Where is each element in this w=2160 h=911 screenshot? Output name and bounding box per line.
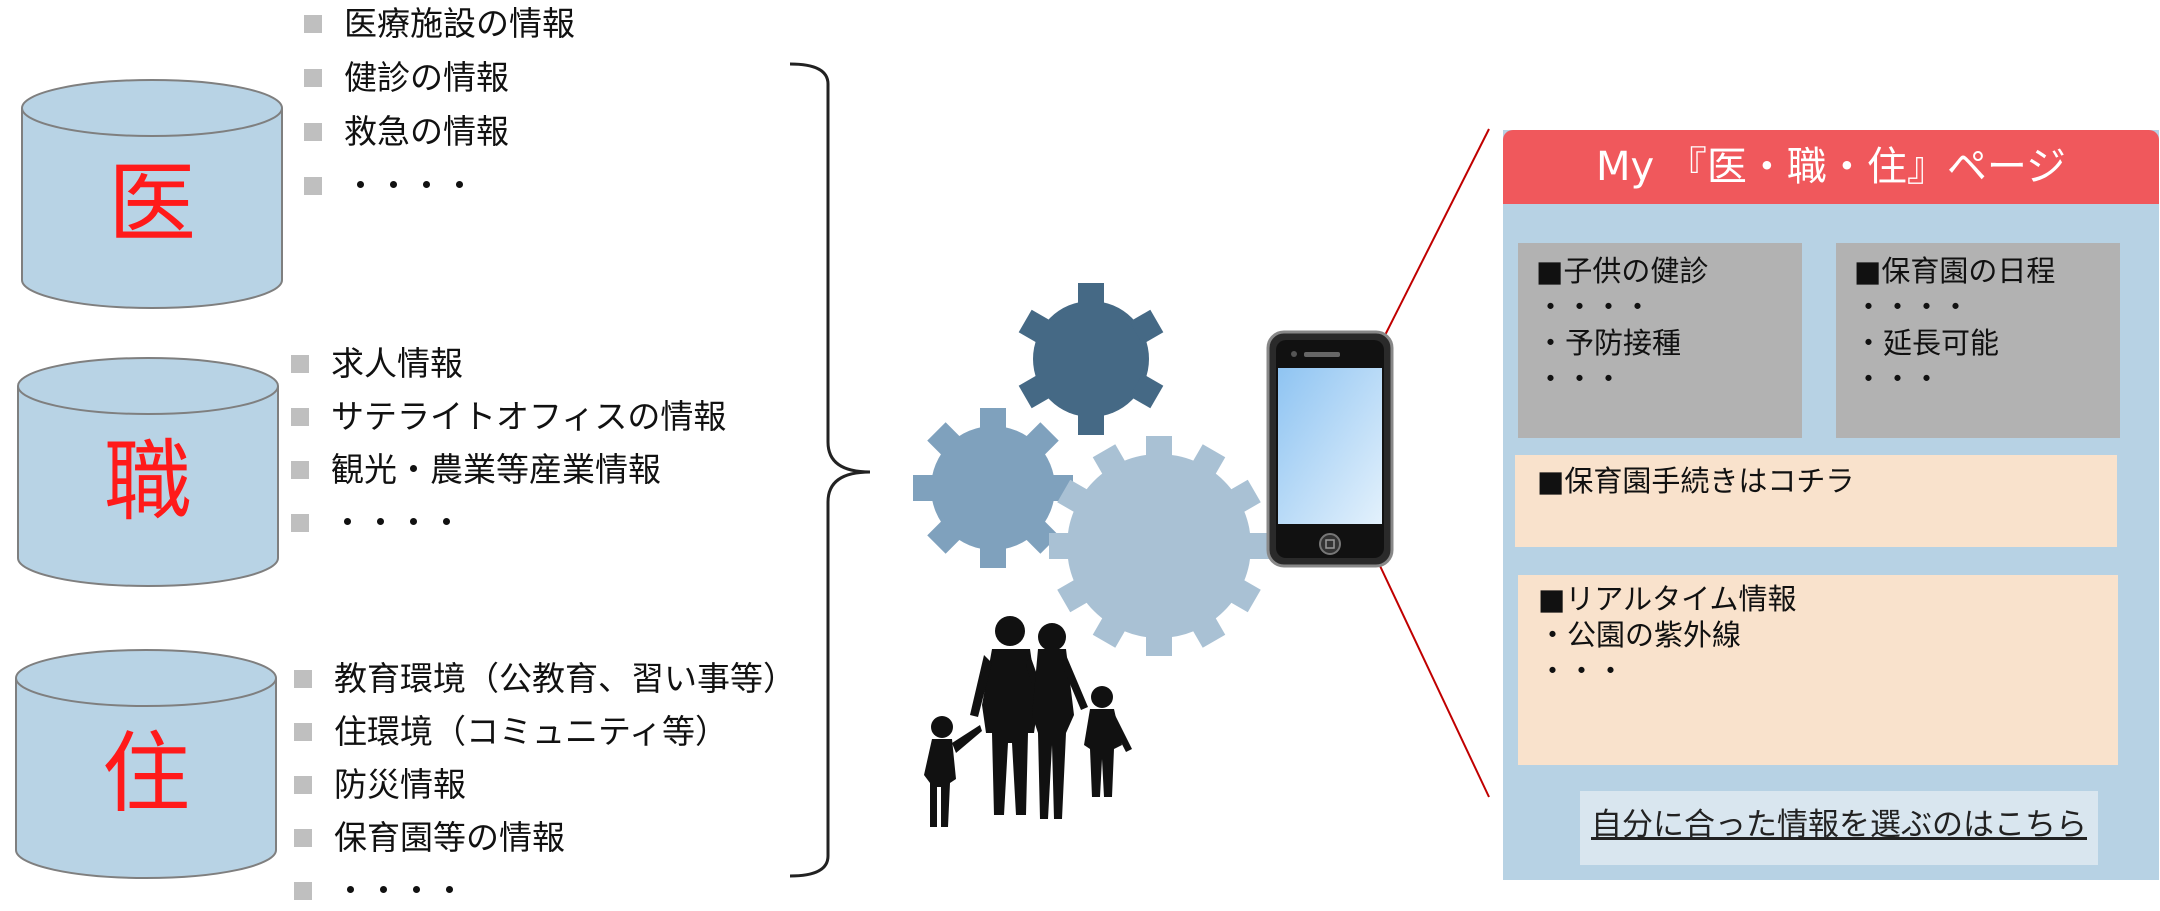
list-item: ・・・・ [291, 503, 463, 543]
bullet-square-icon [294, 723, 312, 741]
bullet-square-icon [304, 69, 322, 87]
nursery-schedule-card[interactable]: ■保育園の日程 ・・・・ ・延長可能 ・・・ [1836, 243, 2120, 438]
gears-illustration [913, 283, 1269, 656]
list-item: 教育環境（公教育、習い事等） [294, 659, 796, 699]
list-item: ・・・・ [304, 166, 476, 206]
list-item: 観光・農業等産業情報 [291, 450, 661, 490]
curly-brace-icon [789, 62, 871, 878]
select-info-link[interactable]: 自分に合った情報を選ぶのはこちら [1591, 807, 2087, 843]
bullet-square-icon [294, 882, 312, 900]
bullet-square-icon [291, 408, 309, 426]
database-cylinder-living: 住 [14, 648, 278, 880]
list-item: サテライトオフィスの情報 [291, 397, 726, 437]
database-cylinder-icon [17, 357, 279, 587]
card-line: ・延長可能 [1854, 326, 2000, 360]
list-item: 医療施設の情報 [304, 4, 575, 44]
list-item: 住環境（コミュニティ等） [294, 712, 728, 752]
card-line: ・・・・ [1854, 290, 1971, 324]
list-item: 健診の情報 [304, 58, 509, 98]
card-heading: ■保育園手続きはコチラ [1537, 464, 1855, 498]
list-item: 救急の情報 [304, 112, 509, 152]
bullet-square-icon [294, 670, 312, 688]
db-label-work: 職 [103, 430, 192, 533]
db-label-living: 住 [101, 722, 190, 825]
my-page-panel: My 『医・職・住』ページ ■子供の健診 ・・・・ ・予防接種 ・・・ ■保育園… [1503, 130, 2159, 880]
list-item: 求人情報 [291, 344, 463, 384]
child-checkup-card[interactable]: ■子供の健診 ・・・・ ・予防接種 ・・・ [1518, 243, 1802, 438]
list-item: 防災情報 [294, 765, 466, 805]
card-heading: ■子供の健診 [1536, 254, 1709, 288]
bullet-square-icon [294, 829, 312, 847]
card-line: ・予防接種 [1536, 326, 1682, 360]
database-cylinder-icon [15, 649, 277, 879]
select-info-link-box[interactable]: 自分に合った情報を選ぶのはこちら [1580, 791, 2098, 865]
card-heading: ■保育園の日程 [1854, 254, 2056, 288]
bullet-square-icon [304, 15, 322, 33]
gear-icon [1049, 436, 1269, 656]
bullet-square-icon [291, 461, 309, 479]
card-line: ・・・・ [1536, 290, 1653, 324]
bullet-square-icon [304, 177, 322, 195]
card-heading: ■リアルタイム情報 [1538, 582, 1797, 616]
bullet-square-icon [291, 355, 309, 373]
nursery-procedure-card[interactable]: ■保育園手続きはコチラ [1515, 455, 2117, 547]
realtime-info-card[interactable]: ■リアルタイム情報 ・公園の紫外線 ・・・ [1518, 575, 2118, 765]
bullet-square-icon [294, 776, 312, 794]
list-item: ・・・・ [294, 871, 466, 911]
page-title: My 『医・職・住』ページ [1503, 130, 2159, 204]
family-silhouette-icon [924, 616, 1132, 827]
card-line: ・・・ [1854, 362, 1942, 396]
gear-icon [1018, 283, 1164, 435]
card-line: ・・・ [1536, 362, 1624, 396]
db-label-medical: 医 [107, 152, 196, 255]
card-line: ・公園の紫外線 [1538, 618, 1742, 652]
smartphone-icon [1266, 330, 1394, 568]
database-cylinder-icon [21, 79, 283, 309]
card-line: ・・・ [1538, 654, 1626, 688]
database-cylinder-medical: 医 [20, 78, 284, 310]
bullet-square-icon [304, 123, 322, 141]
bullet-square-icon [291, 514, 309, 532]
zoom-connector-lines [1372, 128, 1490, 798]
list-item: 保育園等の情報 [294, 818, 565, 858]
database-cylinder-work: 職 [16, 356, 280, 588]
